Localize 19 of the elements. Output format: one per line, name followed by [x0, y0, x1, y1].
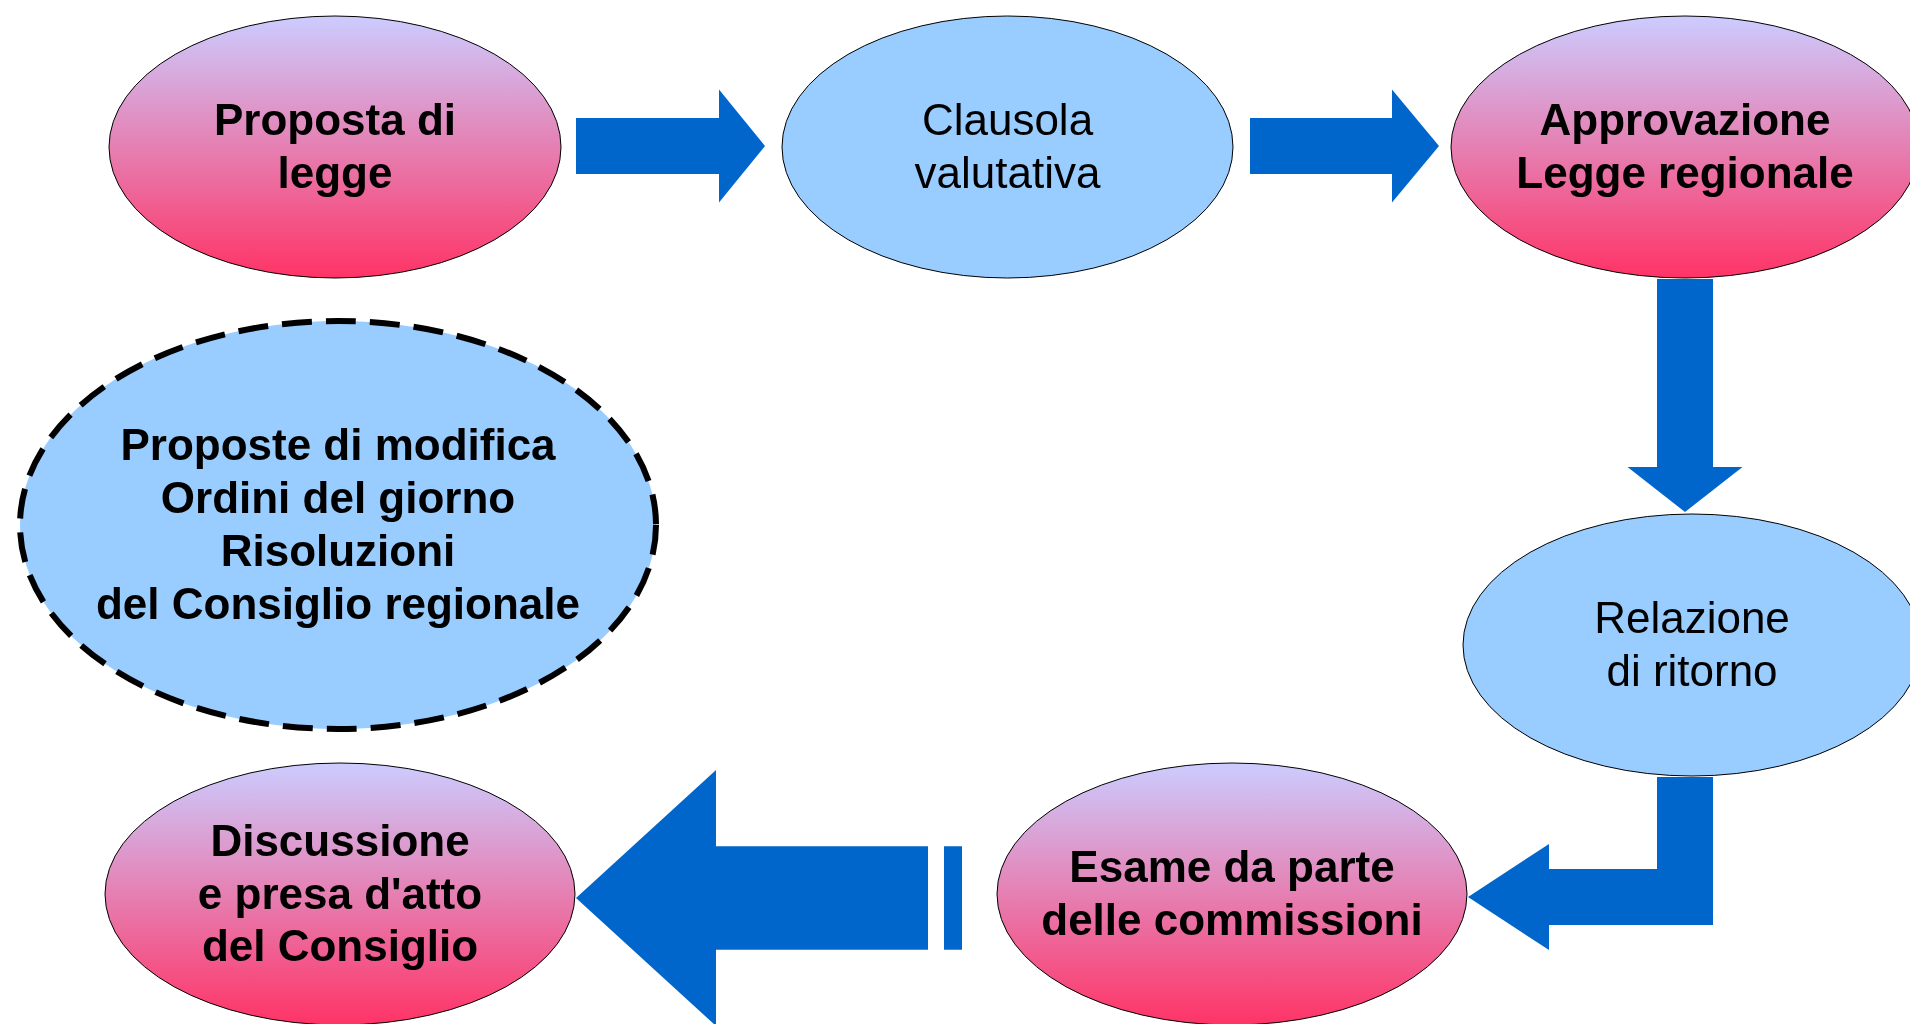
node-text: Relazione di ritorno — [1593, 592, 1791, 697]
ellipse — [781, 15, 1234, 279]
node-text: del Consiglio regionale — [94, 577, 582, 630]
node-text: Proposte di modifica — [119, 419, 557, 472]
block-arrow — [576, 89, 765, 203]
node-text: Proposta di legge — [213, 94, 457, 199]
ellipse — [108, 15, 562, 279]
node-text: Esame da parte delle commissioni — [1040, 841, 1424, 946]
node-text: e presa d'atto — [196, 867, 484, 920]
block-arrow — [1468, 777, 1713, 950]
dashed-ellipse — [17, 318, 659, 732]
block-arrow — [1250, 89, 1439, 203]
node-text: Risoluzioni — [219, 525, 457, 577]
node-text: del Consiglio — [200, 920, 480, 973]
node-text: Discussione — [209, 814, 471, 867]
node-text: Clausola valutativa — [913, 94, 1102, 199]
node-text: Ordini del giorno — [159, 472, 517, 525]
node-text: Approvazione Legge regionale — [1515, 94, 1855, 199]
block-arrow — [1627, 279, 1743, 512]
